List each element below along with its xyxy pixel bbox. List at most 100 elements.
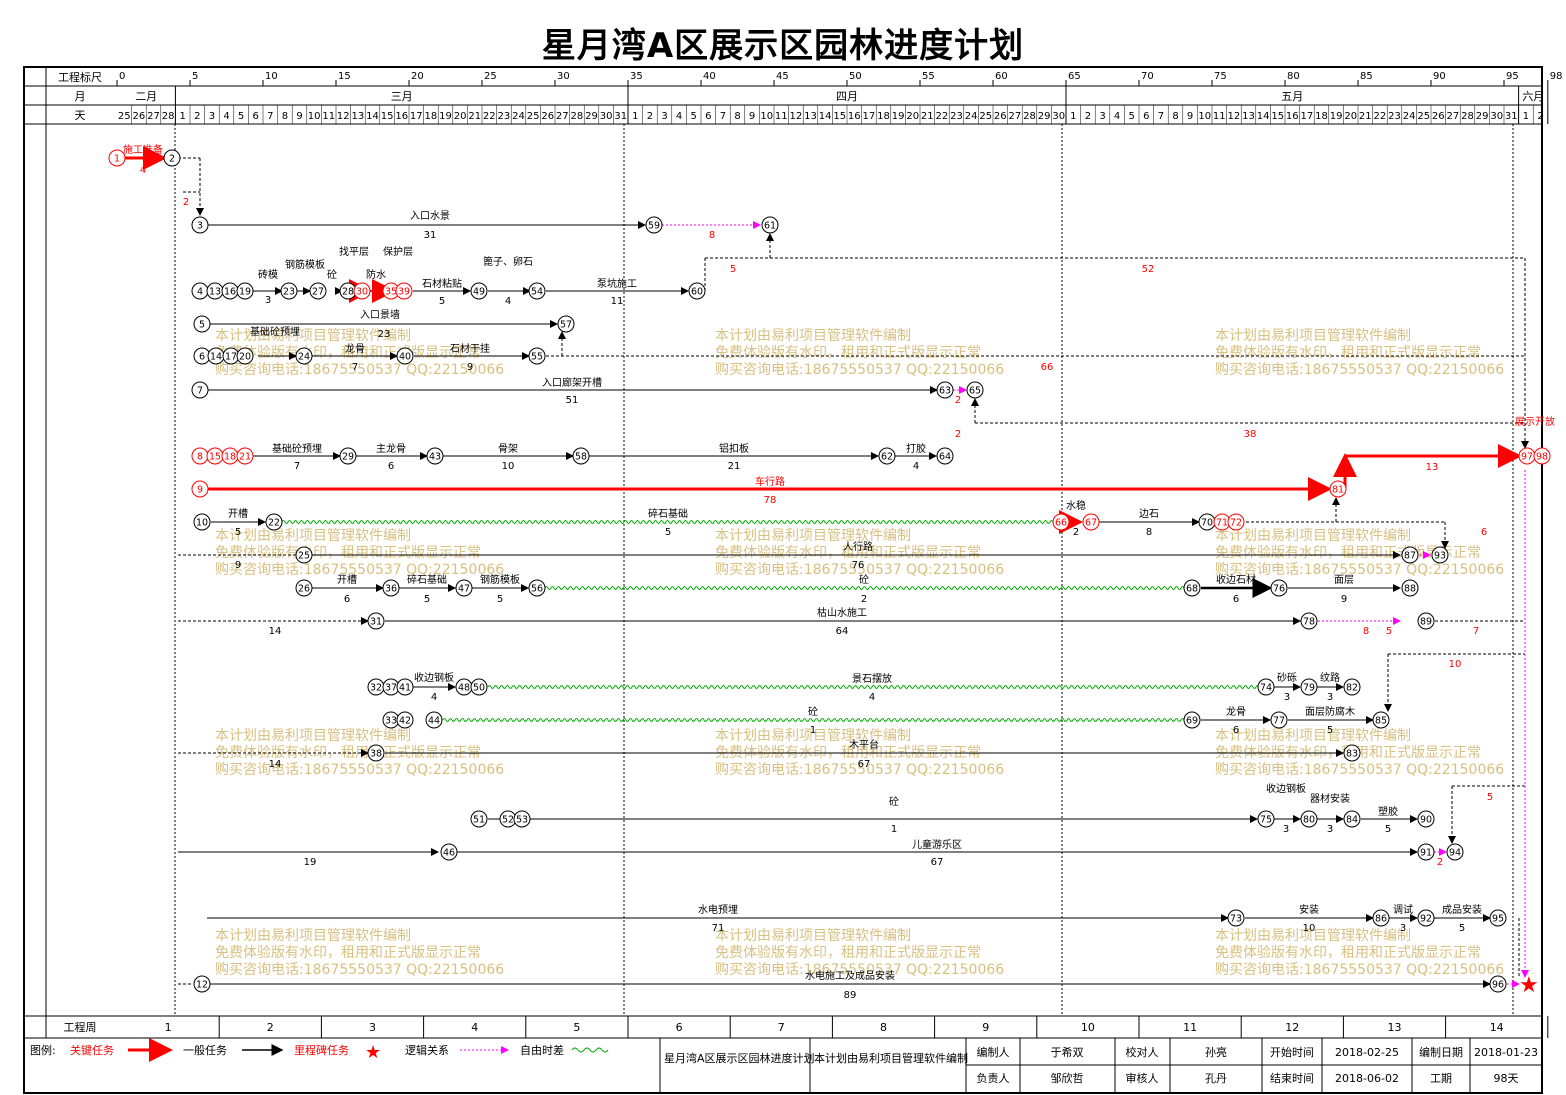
network-node bbox=[440, 843, 458, 861]
network-node bbox=[936, 381, 954, 399]
task-label: 收边钢板 bbox=[1266, 782, 1306, 795]
day-cell: 29 bbox=[1476, 111, 1489, 122]
task-duration: 2 bbox=[955, 429, 961, 440]
network-node bbox=[193, 975, 211, 993]
node-number: 69 bbox=[1186, 716, 1198, 727]
network-node bbox=[1270, 711, 1288, 729]
network-node bbox=[426, 447, 444, 465]
float-wave bbox=[281, 520, 1057, 524]
network-node bbox=[528, 347, 546, 365]
network-node bbox=[878, 447, 896, 465]
watermark-line: 购买咨询电话:18675550537 QQ:22150066 bbox=[1215, 962, 1504, 978]
scale-tick-label: 30 bbox=[557, 71, 570, 82]
watermark-line: 购买咨询电话:18675550537 QQ:22150066 bbox=[215, 562, 504, 578]
svg-text:编制人: 编制人 bbox=[977, 1045, 1010, 1059]
day-cell: 15 bbox=[381, 111, 394, 122]
task-duration: 8 bbox=[709, 230, 715, 241]
network-node bbox=[191, 381, 209, 399]
node-number: 75 bbox=[1260, 815, 1272, 826]
month-cell: 三月 bbox=[391, 90, 413, 103]
task-label: 入口廊架开槽 bbox=[542, 376, 602, 389]
task-duration: 5 bbox=[1386, 626, 1392, 637]
day-cell: 11 bbox=[1213, 111, 1226, 122]
network-node bbox=[1300, 678, 1318, 696]
network-node bbox=[1417, 843, 1435, 861]
task-label: 泵坑施工 bbox=[597, 277, 637, 290]
day-label: 天 bbox=[75, 109, 86, 122]
network-node bbox=[1417, 612, 1435, 630]
watermark-line: 本计划由易利项目管理软件编制 bbox=[1215, 928, 1411, 944]
network-node bbox=[193, 315, 211, 333]
day-cell: 11 bbox=[322, 111, 335, 122]
task-duration: 4 bbox=[431, 692, 437, 703]
day-cell: 9 bbox=[749, 111, 755, 122]
task-label: 石材粘贴 bbox=[422, 277, 462, 290]
day-cell: 28 bbox=[571, 111, 584, 122]
network-node bbox=[425, 711, 443, 729]
day-cell: 20 bbox=[906, 111, 919, 122]
watermark-line: 购买咨询电话:18675550537 QQ:22150066 bbox=[215, 362, 504, 378]
network-node bbox=[353, 282, 371, 300]
node-number: 73 bbox=[1230, 914, 1242, 925]
node-number: 40 bbox=[399, 352, 411, 363]
watermark-line: 免费体验版有水印，租用和正式版显示正常 bbox=[715, 545, 981, 561]
scale-tick-label: 95 bbox=[1506, 71, 1519, 82]
task-duration: 3 bbox=[1400, 923, 1406, 934]
svg-text:负责人: 负责人 bbox=[977, 1071, 1010, 1085]
task-duration: 11 bbox=[611, 296, 624, 307]
node-number: 67 bbox=[1085, 518, 1097, 529]
task-duration: 5 bbox=[665, 527, 671, 538]
task-duration: 9 bbox=[235, 560, 241, 571]
network-node bbox=[1270, 579, 1288, 597]
day-cell: 19 bbox=[892, 111, 905, 122]
scale-tick-label: 45 bbox=[776, 71, 789, 82]
network-node bbox=[191, 216, 209, 234]
watermark-line: 本计划由易利项目管理软件编制 bbox=[1215, 528, 1411, 544]
task-label: 砼 bbox=[327, 268, 337, 281]
watermark-line: 免费体验版有水印，租用和正式版显示正常 bbox=[715, 345, 981, 361]
node-number: 93 bbox=[1434, 551, 1446, 562]
network-node bbox=[470, 678, 488, 696]
day-cell: 7 bbox=[720, 111, 726, 122]
day-cell: 5 bbox=[1129, 111, 1135, 122]
network-node bbox=[367, 612, 385, 630]
month-cell: 五月 bbox=[1281, 90, 1303, 103]
node-number: 94 bbox=[1449, 848, 1461, 859]
task-label: 人行路 bbox=[843, 540, 873, 553]
legend: 图例: 关键任务 一般任务 里程碑任务 ★ 逻辑关系 自由时差 bbox=[30, 1038, 609, 1063]
node-number: 10 bbox=[196, 518, 208, 529]
day-cell: 15 bbox=[1271, 111, 1284, 122]
node-number: 23 bbox=[283, 287, 295, 298]
task-label: 石材干挂 bbox=[450, 342, 490, 355]
task-label: 打胶 bbox=[906, 442, 926, 455]
node-number: 46 bbox=[443, 848, 455, 859]
network-node bbox=[295, 546, 313, 564]
day-cell: 4 bbox=[676, 111, 682, 122]
scale-tick-label: 60 bbox=[995, 71, 1008, 82]
network-node bbox=[1417, 810, 1435, 828]
network-node bbox=[367, 744, 385, 762]
week-cell: 13 bbox=[1388, 1021, 1402, 1034]
node-number: 96 bbox=[1492, 980, 1504, 991]
network-node bbox=[108, 149, 126, 167]
task-duration: 5 bbox=[235, 527, 241, 538]
network-node bbox=[1052, 513, 1070, 531]
network-node bbox=[163, 149, 181, 167]
network-node bbox=[513, 810, 531, 828]
task-duration: 8 bbox=[1146, 527, 1152, 538]
day-cell: 29 bbox=[1038, 111, 1051, 122]
node-number: 22 bbox=[268, 518, 280, 529]
info-software-note: 本计划由易利项目管理软件编制 bbox=[814, 1051, 968, 1065]
outer-frame bbox=[23, 66, 1543, 1094]
node-number: 81 bbox=[1332, 485, 1344, 496]
node-number: 56 bbox=[531, 584, 543, 595]
node-number: 26 bbox=[298, 584, 310, 595]
day-cell: 3 bbox=[1099, 111, 1105, 122]
task-label: 钢筋模板 bbox=[480, 573, 520, 586]
scale-tick-label: 80 bbox=[1287, 71, 1300, 82]
svg-text:孔丹: 孔丹 bbox=[1205, 1072, 1227, 1085]
task-duration: 76 bbox=[852, 560, 865, 571]
network-node bbox=[1257, 678, 1275, 696]
node-number: 29 bbox=[342, 452, 354, 463]
